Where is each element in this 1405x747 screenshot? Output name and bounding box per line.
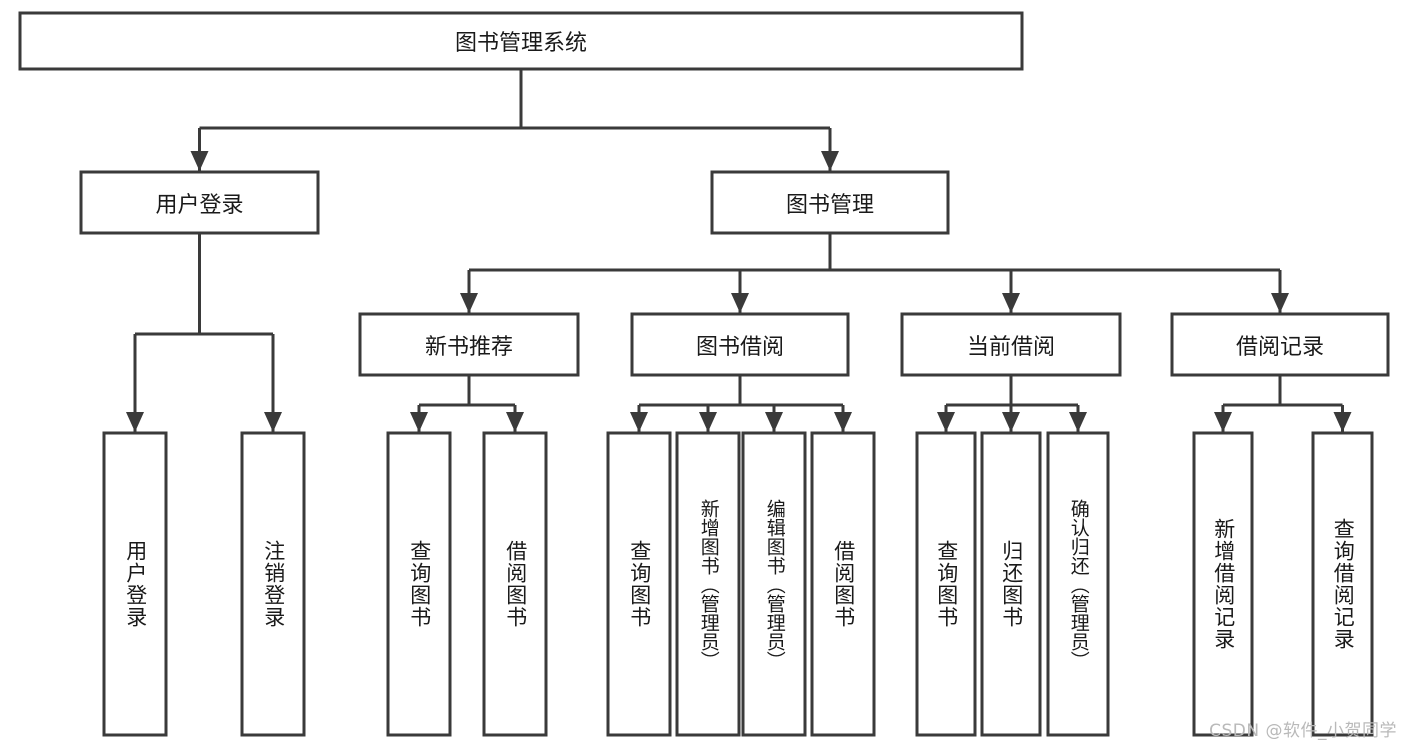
arrow-head: [460, 293, 478, 313]
arrow-head: [190, 151, 209, 171]
node-box-leaf_6[interactable]: [741, 431, 807, 737]
arrow-head: [821, 151, 839, 171]
arrow-head: [1002, 412, 1020, 432]
arrow-head: [126, 412, 144, 432]
arrow-head: [1069, 412, 1087, 432]
arrow-head: [630, 412, 648, 432]
arrow-head: [1002, 293, 1020, 313]
arrow-head: [1271, 293, 1289, 313]
node-box-leaf_10[interactable]: [1046, 431, 1110, 737]
node-box-leaf_4[interactable]: [606, 431, 672, 737]
node-box-root[interactable]: [18, 11, 1024, 71]
node-box-leaf_11[interactable]: [1192, 431, 1254, 737]
node-box-leaf_0[interactable]: [102, 431, 168, 737]
arrow-head: [1214, 412, 1232, 432]
node-box-leaf_3[interactable]: [482, 431, 548, 737]
arrow-head: [1333, 412, 1352, 432]
node-box-leaf_9[interactable]: [980, 431, 1042, 737]
arrow-head: [264, 412, 282, 432]
arrow-head: [410, 412, 428, 432]
node-box-l3_3[interactable]: [1170, 312, 1390, 377]
arrow-head: [937, 412, 955, 432]
arrow-head: [699, 412, 717, 432]
node-box-l3_0[interactable]: [358, 312, 580, 377]
node-box-l2_0[interactable]: [79, 170, 320, 235]
node-box-l3_2[interactable]: [900, 312, 1122, 377]
node-box-leaf_5[interactable]: [675, 431, 741, 737]
arrow-head: [506, 412, 524, 432]
node-box-l3_1[interactable]: [630, 312, 850, 377]
node-box-leaf_7[interactable]: [810, 431, 876, 737]
arrow-head: [834, 412, 852, 432]
arrow-head: [731, 293, 749, 313]
node-box-leaf_1[interactable]: [240, 431, 306, 737]
node-box-leaf_12[interactable]: [1311, 431, 1374, 737]
node-box-l2_1[interactable]: [710, 170, 950, 235]
edges-layer: [126, 69, 1352, 432]
node-box-leaf_8[interactable]: [915, 431, 977, 737]
node-box-leaf_2[interactable]: [386, 431, 452, 737]
boxes-layer: [18, 11, 1390, 737]
arrow-head: [765, 412, 783, 432]
